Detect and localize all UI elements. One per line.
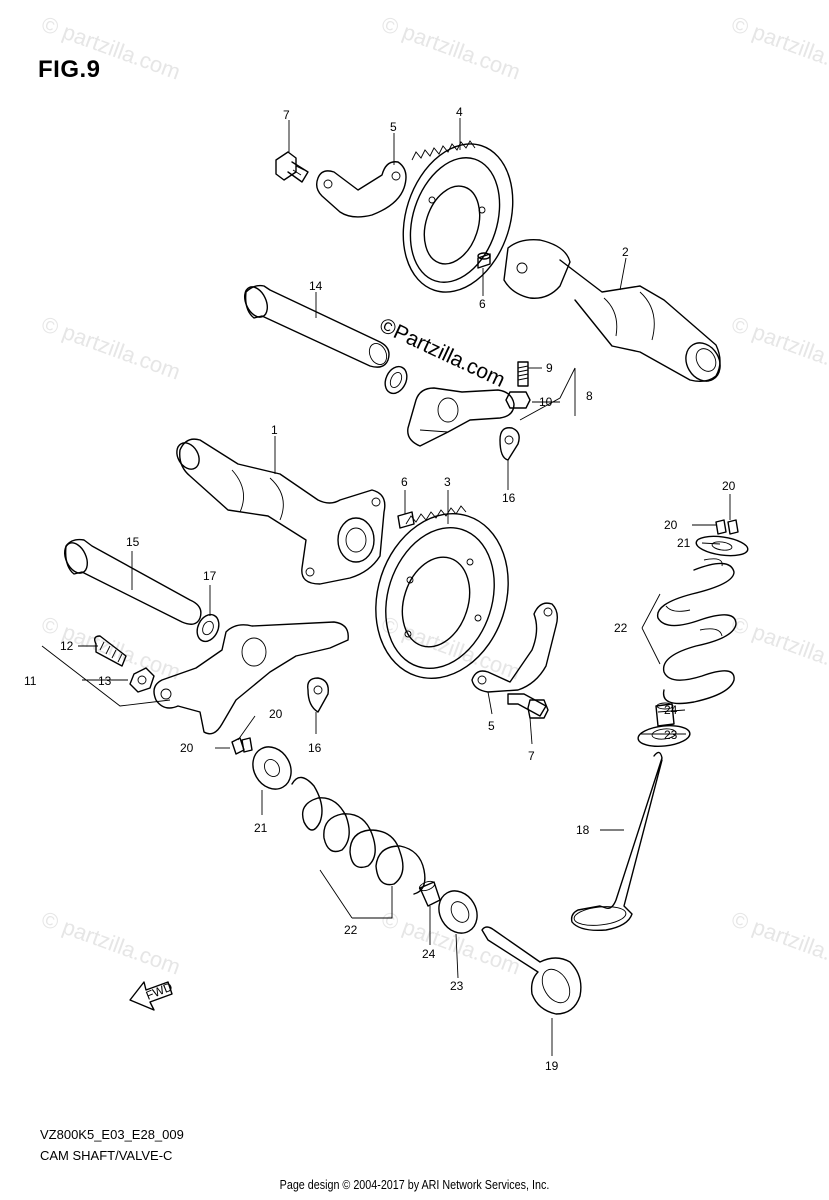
leader-lines [41, 118, 731, 1056]
part-24-seal-right [655, 702, 675, 727]
part-14-rocker-shaft-upper [243, 284, 390, 368]
callout-20: 20 [722, 479, 736, 493]
part-23-seat-left [438, 890, 478, 934]
watermark: © partzilla.com [728, 906, 829, 979]
watermark: © partzilla.com [38, 311, 184, 384]
part-5-bracket-top [315, 161, 407, 218]
part-16-plate-lower [307, 677, 329, 713]
part-22-spring-left [291, 776, 426, 895]
part-12-adjusting-screw-lower [93, 635, 127, 667]
part-21-retainer-right [695, 535, 749, 557]
part-22-spring-right [656, 558, 737, 705]
part-20-cotters-right [715, 519, 739, 535]
callout-22: 22 [614, 621, 628, 635]
callout-22: 22 [344, 923, 358, 937]
part-7-bolt-lower [507, 693, 549, 719]
callout-8: 8 [586, 389, 593, 403]
callout-1: 1 [271, 423, 278, 437]
callout-24: 24 [422, 947, 436, 961]
part-23-seat-right [637, 724, 691, 748]
callout-7: 7 [283, 108, 290, 122]
callout-17: 17 [203, 569, 217, 583]
part-2-camshaft-rear [503, 238, 721, 383]
figure-name: CAM SHAFT/VALVE-C [40, 1148, 173, 1163]
part-20-cotters-left [231, 737, 253, 755]
callout-5: 5 [488, 719, 495, 733]
callout-20: 20 [664, 518, 678, 532]
part-9-adjusting-screw-upper [517, 361, 529, 387]
callout-9: 9 [546, 361, 553, 375]
callout-16: 16 [308, 741, 322, 755]
part-5-bracket-lower [471, 602, 559, 693]
callout-7: 7 [528, 749, 535, 763]
part-21-retainer-left [252, 746, 292, 790]
part-11-rocker-arm-lower [153, 621, 349, 735]
watermark: © partzilla.com [378, 906, 524, 979]
part-8-rocker-arm-upper [407, 387, 515, 447]
page-footer: Page design © 2004-2017 by ARI Network S… [279, 1178, 550, 1192]
callout-23: 23 [664, 728, 678, 742]
watermark-layer: © partzilla.com © partzilla.com © partzi… [38, 11, 829, 979]
callout-20: 20 [180, 741, 194, 755]
watermark-center: ©Partzilla.com [376, 314, 509, 392]
callout-11: 11 [24, 674, 37, 688]
callout-6: 6 [401, 475, 408, 489]
part-19-valve-left [481, 926, 582, 1015]
fwd-arrow-icon: FWD [129, 979, 175, 1011]
part-7-bolt-top [275, 151, 309, 183]
callout-16: 16 [502, 491, 516, 505]
part-17-washer-upper [384, 365, 408, 395]
callout-12: 12 [60, 639, 74, 653]
callout-18: 18 [576, 823, 590, 837]
callout-4: 4 [456, 105, 463, 119]
callout-21: 21 [254, 821, 268, 835]
part-6-dowel-lower [397, 511, 415, 529]
part-1-camshaft-front [176, 438, 386, 585]
watermark: © partzilla.com [378, 11, 524, 84]
part-10-locknut-upper [505, 391, 531, 409]
callout-13: 13 [98, 674, 112, 688]
watermark: © partzilla.com [728, 11, 829, 84]
callout-24: 24 [664, 703, 678, 717]
callout-6: 6 [479, 297, 486, 311]
watermark: © partzilla.com [728, 311, 829, 384]
callout-labels: 7 5 4 2 6 14 9 10 8 16 1 6 3 15 17 12 11… [24, 105, 736, 1073]
watermark: © partzilla.com [728, 611, 829, 684]
figure-code: VZ800K5_E03_E28_009 [40, 1127, 184, 1142]
part-17-washer-lower [196, 613, 220, 643]
part-15-rocker-shaft-lower [63, 538, 202, 625]
watermark: © partzilla.com [378, 611, 524, 684]
callout-21: 21 [677, 536, 691, 550]
callout-20: 20 [269, 707, 283, 721]
callout-2: 2 [622, 245, 629, 259]
part-24-seal-left [418, 880, 441, 907]
callout-23: 23 [450, 979, 464, 993]
figure-title: FIG.9 [38, 56, 101, 83]
part-18-valve-right [570, 751, 663, 932]
part-3-cam-sprocket-lower [375, 505, 509, 680]
part-6-dowel-top [477, 252, 491, 269]
callout-3: 3 [444, 475, 451, 489]
callout-10: 10 [539, 395, 553, 409]
callout-14: 14 [309, 279, 323, 293]
callout-15: 15 [126, 535, 140, 549]
watermark: © partzilla.com [38, 906, 184, 979]
part-16-plate-upper [499, 427, 520, 461]
part-4-cam-sprocket-top [402, 140, 514, 293]
callout-5: 5 [390, 120, 397, 134]
callout-19: 19 [545, 1059, 559, 1073]
part-13-locknut-lower [129, 667, 155, 693]
